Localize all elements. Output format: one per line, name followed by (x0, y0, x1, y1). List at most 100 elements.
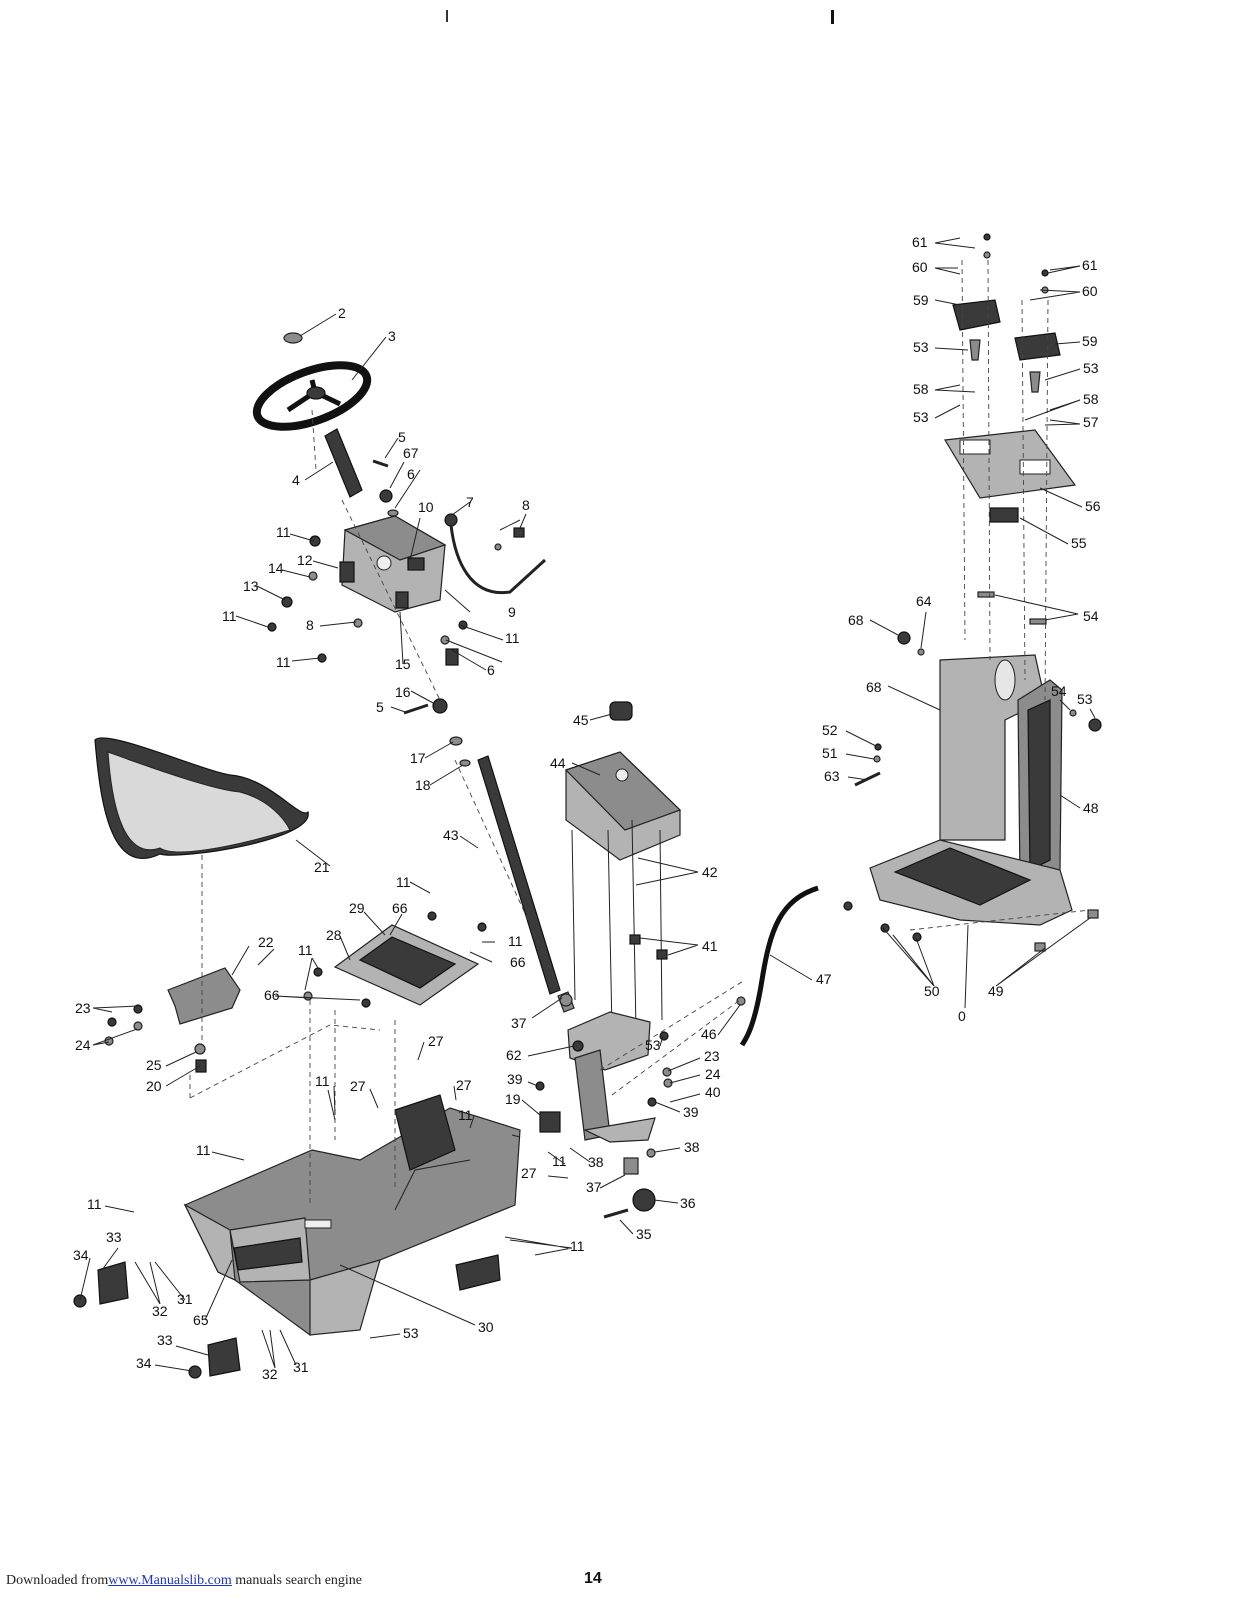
seat-bracket (104, 967, 241, 1073)
callout: 53 (913, 339, 929, 355)
fuel-line (736, 885, 819, 1047)
callout: 40 (705, 1084, 721, 1100)
fender-hardware (843, 591, 1102, 952)
steering-wheel (252, 332, 372, 431)
callout: 34 (73, 1247, 89, 1263)
callout: 38 (588, 1154, 604, 1170)
callout: 19 (505, 1091, 521, 1107)
callout: 48 (1083, 800, 1099, 816)
callout: 11 (552, 1153, 567, 1169)
callout: 53 (1077, 691, 1093, 707)
callout: 21 (314, 859, 330, 875)
callout: 11 (87, 1196, 102, 1212)
callout: 45 (573, 712, 589, 728)
callout: 60 (1082, 283, 1098, 299)
callout: 14 (268, 560, 284, 576)
callout: 28 (326, 927, 342, 943)
callout: 53 (403, 1325, 419, 1341)
callout: 56 (1085, 498, 1101, 514)
callout: 10 (418, 499, 434, 515)
callout: 24 (75, 1037, 91, 1053)
callout: 54 (1051, 683, 1067, 699)
callout: 11 (276, 654, 291, 670)
callout: 34 (136, 1355, 152, 1371)
hood-body (183, 1094, 521, 1337)
tank-support-bracket (539, 934, 668, 1143)
callout: 12 (297, 552, 313, 568)
callout: 33 (106, 1229, 122, 1245)
callout: 11 (315, 1073, 330, 1089)
callout: 13 (243, 578, 259, 594)
callout: 6 (407, 466, 415, 482)
callout: 5 (376, 699, 384, 715)
callout: 32 (262, 1366, 278, 1382)
callout: 3 (388, 328, 396, 344)
callout: 24 (705, 1066, 721, 1082)
callout: 25 (146, 1057, 162, 1073)
callout: 11 (508, 933, 523, 949)
callout: 8 (522, 497, 530, 513)
callout: 66 (392, 900, 408, 916)
callout: 27 (428, 1033, 444, 1049)
callout: 66 (510, 954, 526, 970)
callout: 33 (157, 1332, 173, 1348)
callout: 53 (645, 1037, 661, 1053)
callout: 52 (822, 722, 838, 738)
callout: 11 (222, 608, 237, 624)
callout: 42 (702, 864, 718, 880)
callout: 23 (704, 1048, 720, 1064)
callout: 11 (276, 524, 291, 540)
callout: 5 (398, 429, 406, 445)
callout: 50 (924, 983, 940, 999)
callout: 62 (506, 1047, 522, 1063)
callout: 38 (684, 1139, 700, 1155)
callout: 27 (456, 1077, 472, 1093)
callout: 11 (458, 1107, 473, 1123)
callout: 61 (912, 234, 928, 250)
side-panels (73, 1254, 501, 1379)
callout: 68 (848, 612, 864, 628)
footer-prefix: Downloaded from (6, 1573, 109, 1588)
callout: 8 (306, 617, 314, 633)
manualslib-link[interactable]: www.Manualslib.com (108, 1573, 232, 1588)
callout: 55 (1071, 535, 1087, 551)
callout: 61 (1082, 257, 1098, 273)
callout: 43 (443, 827, 459, 843)
callout: 11 (570, 1238, 585, 1254)
callout: 23 (75, 1000, 91, 1016)
callout: 4 (292, 472, 300, 488)
callout: 16 (395, 684, 411, 700)
rear-fender (869, 654, 1073, 926)
callout: 29 (349, 900, 365, 916)
callout: 49 (988, 983, 1004, 999)
callout: 51 (822, 745, 838, 761)
callout: 57 (1083, 414, 1099, 430)
callout: 35 (636, 1226, 652, 1242)
callout: 46 (701, 1026, 717, 1042)
callout: 11 (505, 630, 520, 646)
horn-cap (283, 332, 303, 344)
callout: 58 (1083, 391, 1099, 407)
callout: 0 (958, 1008, 966, 1024)
callout: 11 (196, 1142, 211, 1158)
callout: 32 (152, 1303, 168, 1319)
callout: 68 (866, 679, 882, 695)
callout: 64 (916, 593, 932, 609)
callout: 67 (403, 445, 419, 461)
callout: 58 (913, 381, 929, 397)
callout: 53 (913, 409, 929, 425)
callout: 63 (824, 768, 840, 784)
footer-suffix: manuals search engine (231, 1573, 363, 1588)
callout: 47 (816, 971, 832, 987)
seat (94, 737, 309, 859)
callout: 6 (487, 662, 495, 678)
callout: 11 (396, 874, 411, 890)
tail-lights (944, 233, 1077, 523)
leader-lines (79, 237, 1096, 1372)
callout: 39 (683, 1104, 699, 1120)
callout: 17 (410, 750, 426, 766)
callout: 54 (1083, 608, 1099, 624)
callout: 2 (338, 305, 346, 321)
callout: 65 (193, 1312, 209, 1328)
